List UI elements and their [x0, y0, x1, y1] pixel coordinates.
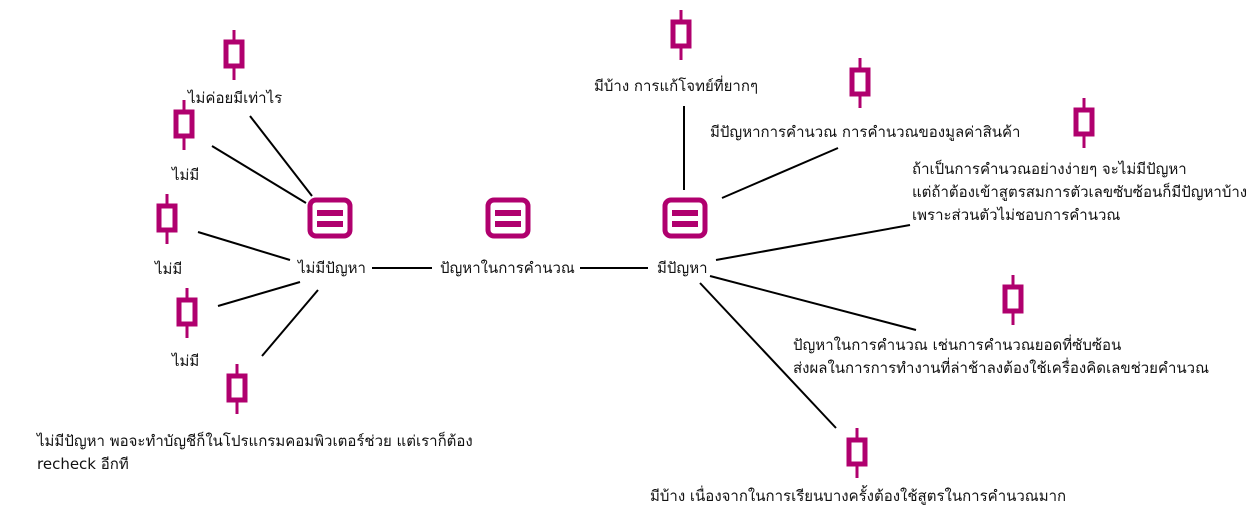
hub-label-has-problem[interactable]: มีปัญหา [657, 259, 708, 277]
edge-accounting [261, 289, 319, 357]
quote-node-icon[interactable] [226, 364, 248, 414]
leaf-line: ไม่มี [155, 260, 183, 278]
leaf-line: เพราะส่วนตัวไม่ชอบการคำนวณ [912, 206, 1121, 224]
leaf-label-none-3[interactable]: ไม่มี [172, 350, 199, 373]
edge-none1 [211, 145, 307, 204]
leaf-label-none-1[interactable]: ไม่มี [172, 164, 199, 187]
leaf-line: แต่ถ้าต้องเข้าสูตรสมการตัวเลขซับซ้อนก็มี… [912, 183, 1248, 201]
leaf-line: ปัญหาในการคำนวณ เช่นการคำนวณยอดที่ซับซ้อ… [793, 336, 1122, 354]
edge-formulas [699, 282, 837, 429]
hub-label-no-problem[interactable]: ไม่มีปัญหา [298, 259, 366, 277]
leaf-label-value-calc[interactable]: มีปัญหาการคำนวณ การคำนวณของมูลค่าสินค้า [710, 121, 1020, 144]
leaf-label-none-2[interactable]: ไม่มี [155, 258, 182, 281]
leaf-label-simple-calc[interactable]: ถ้าเป็นการคำนวณอย่างง่ายๆ จะไม่มีปัญหา แ… [912, 158, 1247, 227]
leaf-label-complex-calc[interactable]: ปัญหาในการคำนวณ เช่นการคำนวณยอดที่ซับซ้อ… [793, 334, 1209, 380]
leaf-label-accounting[interactable]: ไม่มีปัญหา พอจะทำบัญชีก็ในโปรแกรมคอมพิวเ… [37, 430, 473, 476]
category-node-icon[interactable] [485, 197, 531, 239]
leaf-label-rarely[interactable]: ไม่ค่อยมีเท่าไร [188, 87, 282, 110]
leaf-line: recheck อีกที [37, 455, 129, 473]
leaf-line: ส่งผลในการการทำงานที่ล่าช้าลงต้องใช้เครื… [793, 359, 1210, 377]
leaf-label-some-hard[interactable]: มีบ้าง การแก้โจทย์ที่ยากๆ [594, 75, 758, 98]
quote-node-icon[interactable] [173, 100, 195, 150]
quote-node-icon[interactable] [223, 30, 245, 80]
edge-complex-calc [709, 275, 917, 331]
leaf-line: ไม่มีปัญหา พอจะทำบัญชีก็ในโปรแกรมคอมพิวเ… [37, 432, 473, 450]
connector-lines [197, 106, 917, 429]
leaf-line: มีปัญหาการคำนวณ การคำนวณของมูลค่าสินค้า [710, 123, 1021, 141]
leaf-line: ถ้าเป็นการคำนวณอย่างง่ายๆ จะไม่มีปัญหา [912, 160, 1187, 178]
leaf-line: มีบ้าง การแก้โจทย์ที่ยากๆ [594, 77, 758, 95]
quote-node-icon[interactable] [1002, 275, 1024, 325]
center-label[interactable]: ปัญหาในการคำนวณ [440, 259, 575, 277]
edge-rarely [249, 115, 313, 197]
edge-value-calc [721, 147, 839, 199]
edge-none3 [217, 281, 301, 307]
leaf-label-formulas[interactable]: มีบ้าง เนื่องจากในการเรียนบางครั้งต้องใช… [650, 485, 1066, 508]
edge-none2 [197, 231, 291, 261]
quote-node-icon[interactable] [849, 58, 871, 108]
edge-simple-calc [715, 224, 911, 261]
leaf-line: ไม่มี [172, 166, 200, 184]
category-node-icon[interactable] [307, 197, 353, 239]
leaf-line: ไม่ค่อยมีเท่าไร [188, 89, 283, 107]
quote-node-icon[interactable] [670, 10, 692, 60]
quote-node-icon[interactable] [156, 194, 178, 244]
quote-node-icon[interactable] [176, 288, 198, 338]
category-node-icon[interactable] [662, 197, 708, 239]
quote-node-icon[interactable] [846, 428, 868, 478]
quote-node-icon[interactable] [1073, 98, 1095, 148]
leaf-line: ไม่มี [172, 352, 200, 370]
leaf-line: มีบ้าง เนื่องจากในการเรียนบางครั้งต้องใช… [650, 487, 1067, 505]
